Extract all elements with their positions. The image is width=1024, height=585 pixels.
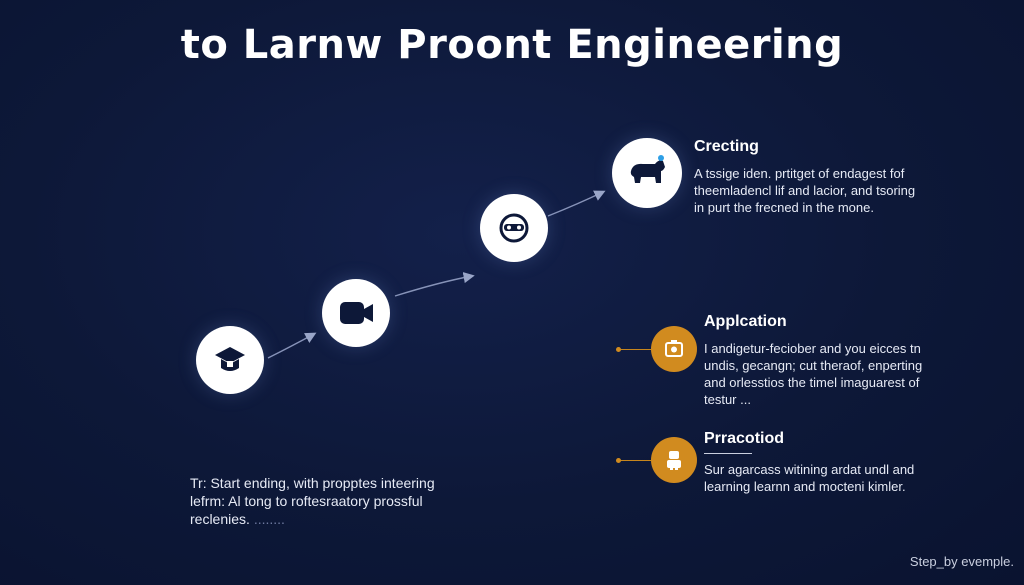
mask-icon <box>499 213 529 243</box>
step-node-3[interactable] <box>480 194 548 262</box>
step-node-4[interactable] <box>612 138 682 208</box>
section-heading-applcation: Applcation <box>704 313 787 330</box>
section-desc-applcation: I andigetur-feciober and you eicces tn u… <box>704 341 923 407</box>
tip-body: Tr: Start ending, with propptes inteerin… <box>190 475 435 527</box>
section-heading-prracotiod: Prracotiod <box>704 430 785 447</box>
tip-text: Tr: Start ending, with propptes inteerin… <box>190 474 490 528</box>
video-icon <box>340 302 373 324</box>
section-desc-prracotiod: Sur agarcass witining ardat undl and lea… <box>704 462 915 494</box>
section-desc-crecting: A tssige iden. prtitget of endagest fof … <box>694 166 916 215</box>
connector-prracotiod <box>616 458 651 463</box>
photo-icon <box>665 340 683 357</box>
connector-applcation <box>616 347 651 352</box>
animal-icon <box>630 155 665 183</box>
cap-icon <box>215 347 245 371</box>
page-title: to Larnw Proont Engineering <box>180 22 844 68</box>
section-heading-crecting: Crecting <box>694 138 759 155</box>
section-badge-prracotiod[interactable] <box>651 437 697 483</box>
robot-icon <box>667 451 681 470</box>
footer-caption: Step_by evemple. <box>909 554 1014 569</box>
tip-trailing: ........ <box>253 511 285 527</box>
step-node-2[interactable] <box>322 279 390 347</box>
section-badge-applcation[interactable] <box>651 326 697 372</box>
heading-underline <box>704 453 752 454</box>
step-node-1[interactable] <box>196 326 264 394</box>
